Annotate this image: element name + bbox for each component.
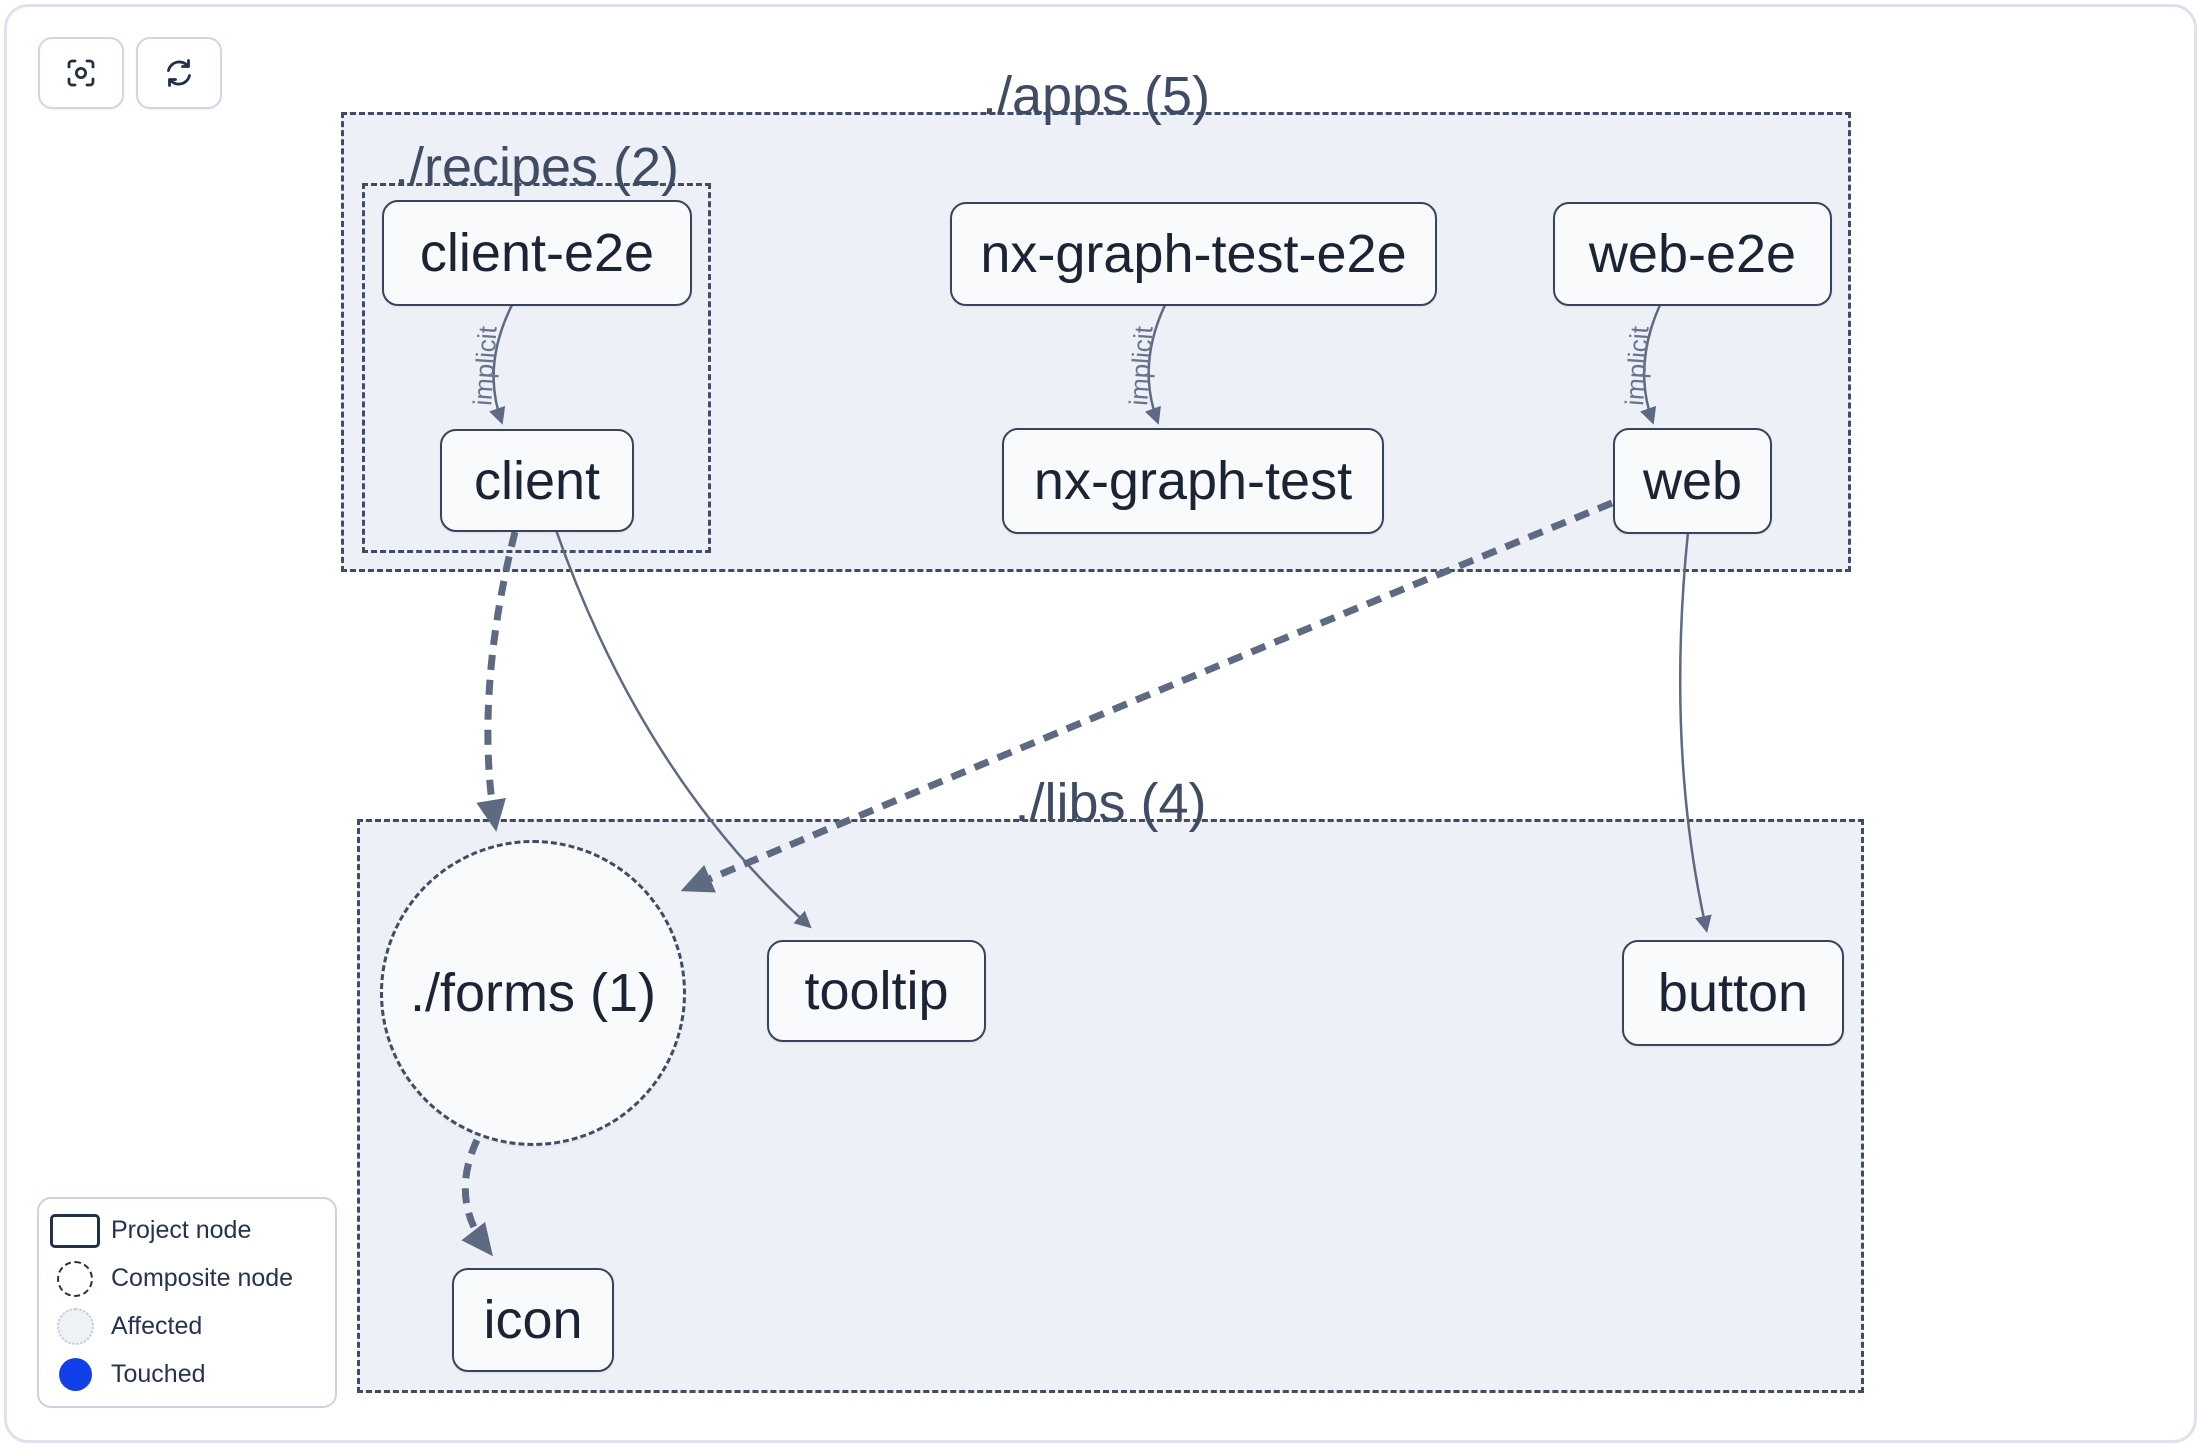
legend-label: Affected [111,1311,203,1340]
project-node-web[interactable]: web [1613,428,1772,534]
refresh-graph-button[interactable] [136,37,222,109]
project-node-button[interactable]: button [1622,940,1844,1046]
folder-group-apps-label: ./apps (5) [981,66,1211,126]
project-node-nx-graph-test[interactable]: nx-graph-test [1002,428,1384,534]
composite-node-swatch [39,1260,111,1297]
legend-label: Project node [111,1216,252,1245]
composite-node-forms[interactable]: ./forms (1) [380,840,686,1146]
project-node-tooltip[interactable]: tooltip [767,940,986,1042]
project-node-client[interactable]: client [440,429,634,532]
folder-group-recipes-label: ./recipes (2) [393,137,680,197]
legend-label: Composite node [111,1264,294,1293]
legend-item-touched: Touched [39,1352,335,1396]
center-graph-button[interactable] [38,37,124,109]
project-node-icon[interactable]: icon [452,1268,614,1372]
affected-swatch [39,1307,111,1345]
folder-group-recipes[interactable]: ./recipes (2) [362,140,711,553]
legend-label: Touched [111,1359,206,1388]
project-node-web-e2e[interactable]: web-e2e [1553,202,1832,306]
project-node-nx-graph-test-e2e[interactable]: nx-graph-test-e2e [950,202,1437,306]
project-node-client-e2e[interactable]: client-e2e [382,200,692,306]
touched-swatch [39,1357,111,1391]
focus-center-icon [67,59,95,87]
legend-item-project-node: Project node [39,1209,335,1253]
project-node-swatch [39,1213,111,1248]
legend-item-composite-node: Composite node [39,1257,335,1301]
refresh-icon [167,59,191,87]
legend-item-affected: Affected [39,1304,335,1348]
legend: Project node Composite node Affected Tou… [37,1197,337,1408]
folder-group-libs-label: ./libs (4) [1014,773,1207,833]
